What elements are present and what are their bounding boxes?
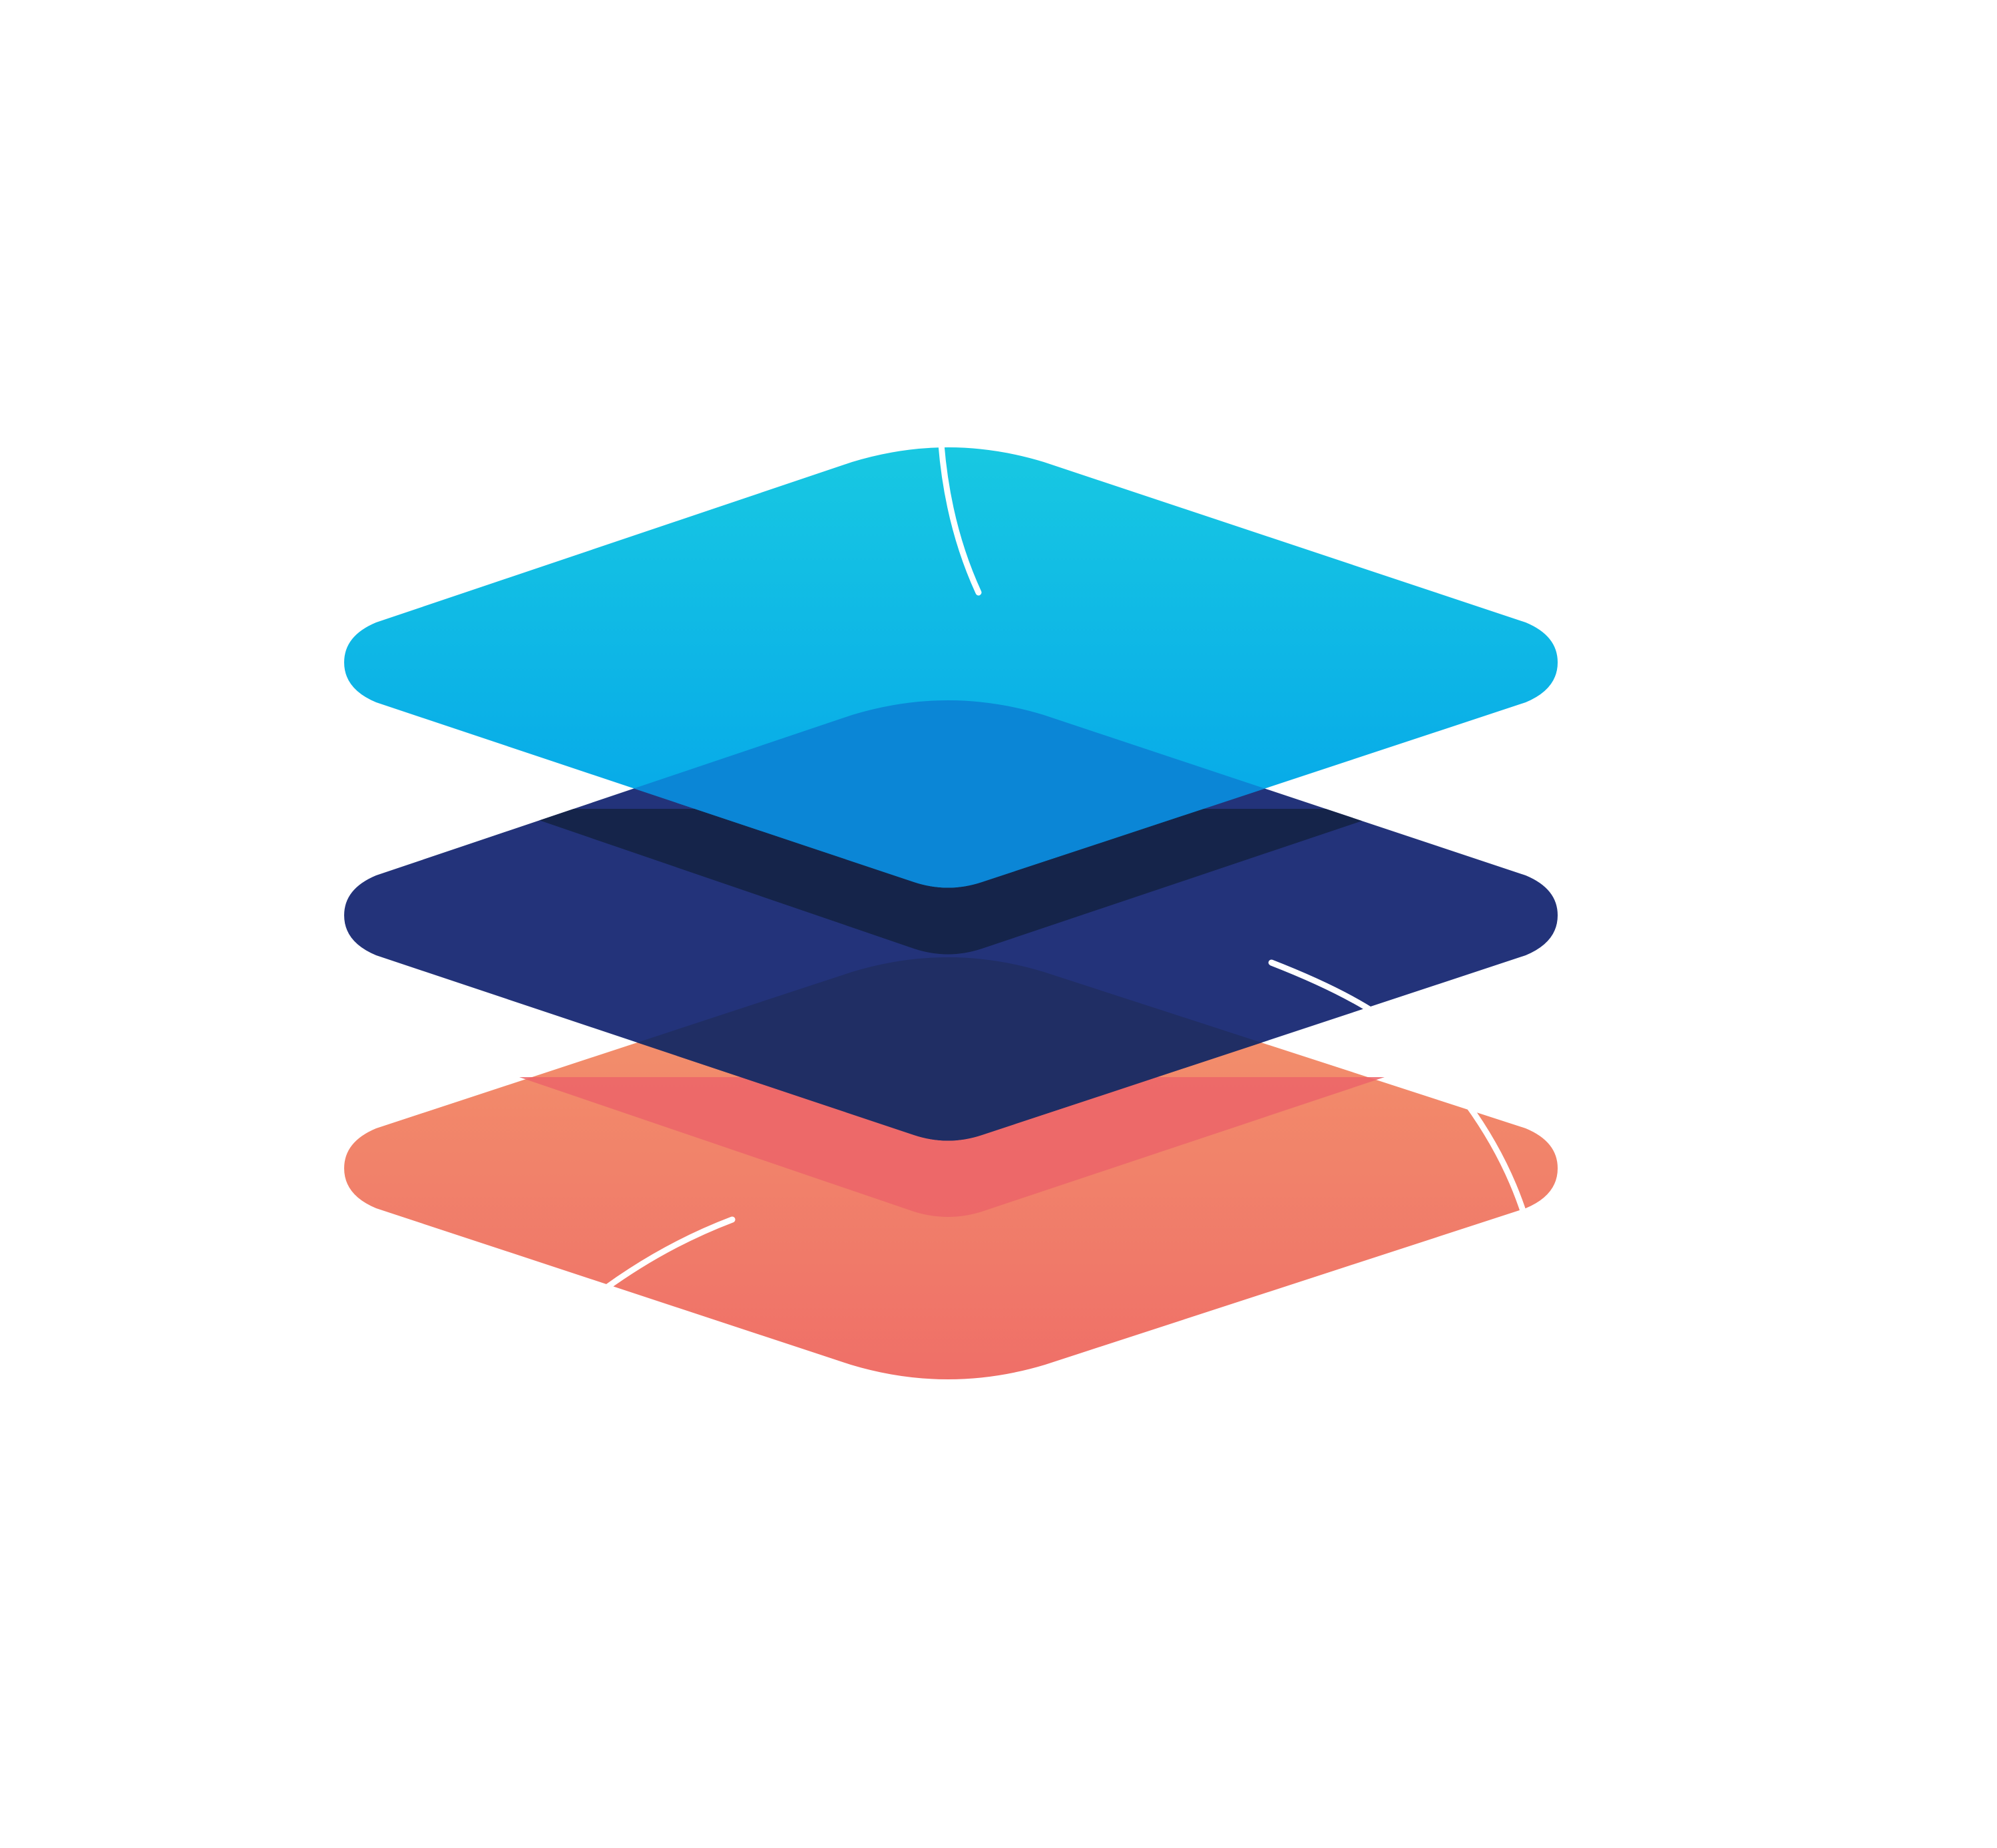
top-accent-arc — [938, 441, 982, 596]
right-accent-arc — [1464, 1100, 1528, 1218]
bottom-accent-arc — [602, 1216, 736, 1291]
middle-accent-arc — [1268, 959, 1380, 1017]
bottom-layer-shadow — [519, 1077, 1385, 1217]
accent-lines — [602, 441, 1528, 1291]
